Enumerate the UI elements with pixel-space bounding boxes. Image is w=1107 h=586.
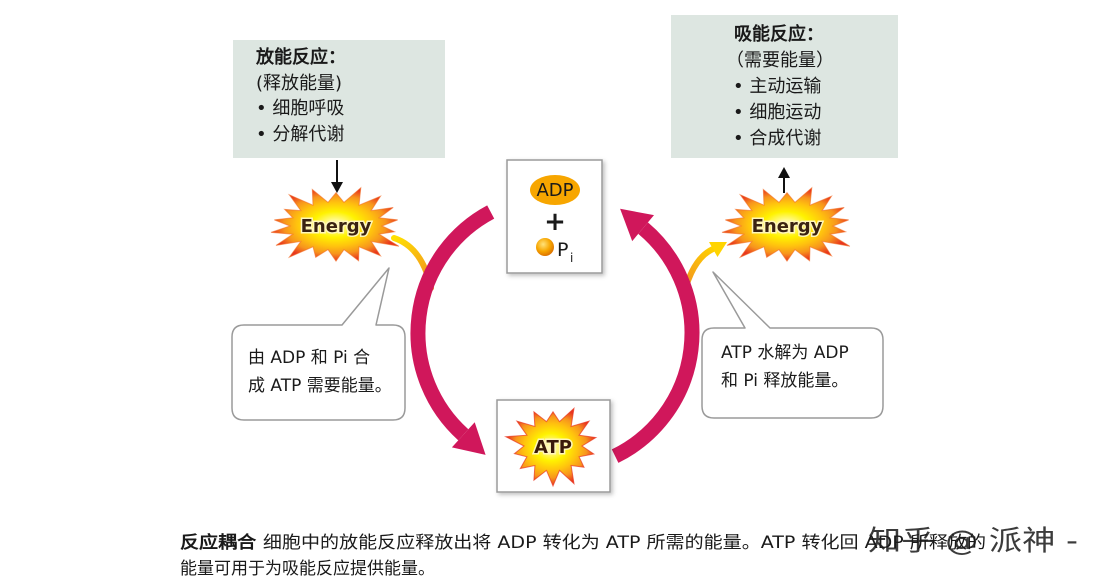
caption-line-2: 能量可用于为吸能反应提供能量。	[180, 559, 435, 579]
caption-title: 反应耦合	[180, 532, 257, 553]
phosphate-ball-icon	[536, 238, 554, 256]
endergonic-item: • 合成代谢	[733, 128, 821, 149]
arrow-down-to-energy	[331, 160, 343, 193]
endergonic-info-box: 吸能反应： （需要能量） • 主动运输 • 细胞运动 • 合成代谢	[671, 15, 898, 158]
arrow-up-from-energy	[778, 167, 790, 193]
exergonic-subtitle: (释放能量)	[256, 73, 342, 94]
phosphate-label: P	[557, 239, 568, 261]
endergonic-item: • 主动运输	[733, 76, 821, 97]
figure-caption: 反应耦合细胞中的放能反应释放出将 ADP 转化为 ATP 所需的能量。ATP 转…	[180, 532, 986, 579]
energy-burst-right: Energy	[721, 186, 851, 262]
callout-line: 成 ATP 需要能量。	[248, 376, 392, 396]
adp-box-frame	[506, 159, 603, 274]
cycle-arrow-synthesis	[410, 205, 495, 455]
endergonic-title: 吸能反应：	[734, 23, 824, 45]
callout-bubble	[701, 271, 884, 419]
callout-line: 和 Pi 释放能量。	[721, 371, 848, 391]
adp-label: ADP	[536, 180, 573, 201]
callout-hydrolysis: ATP 水解为 ADP 和 Pi 释放能量。	[701, 271, 884, 419]
watermark: 知乎 @ 派神 -	[868, 524, 1078, 557]
callout-synthesis: 由 ADP 和 Pi 合 成 ATP 需要能量。	[231, 267, 406, 421]
exergonic-title: 放能反应：	[255, 46, 346, 68]
endergonic-subtitle: （需要能量）	[726, 50, 834, 71]
callout-bubble	[231, 267, 406, 421]
caption-line-1: 反应耦合细胞中的放能反应释放出将 ADP 转化为 ATP 所需的能量。ATP 转…	[180, 532, 986, 553]
adp-badge	[530, 175, 580, 205]
cycle-arrow-hydrolysis	[611, 208, 700, 463]
energy-label: Energy	[752, 216, 823, 237]
caption-body: 细胞中的放能反应释放出将 ADP 转化为 ATP 所需的能量。ATP 转化回 A…	[263, 533, 986, 553]
exergonic-item: • 细胞呼吸	[256, 98, 344, 119]
exergonic-item: • 分解代谢	[256, 124, 344, 145]
endergonic-item: • 细胞运动	[733, 102, 821, 123]
phosphate-subscript: i	[570, 251, 573, 265]
cycle-arrowhead	[620, 208, 654, 242]
starburst-icon	[721, 186, 851, 262]
exergonic-info-box: 放能反应： (释放能量) • 细胞呼吸 • 分解代谢	[233, 40, 445, 158]
atp-starburst-icon	[503, 406, 598, 488]
callout-line: ATP 水解为 ADP	[721, 343, 849, 363]
exergonic-box-bg	[233, 40, 445, 158]
atp-box: ATP	[496, 399, 611, 493]
starburst-icon	[270, 186, 400, 262]
endergonic-box-bg	[671, 15, 898, 158]
energy-burst-left: Energy	[270, 186, 400, 262]
energy-label: Energy	[301, 216, 372, 237]
atp-label: ATP	[534, 437, 572, 458]
adp-pi-box: ADP + P i	[506, 159, 603, 274]
energy-feed-right-arrowhead	[709, 242, 727, 257]
plus-sign: +	[544, 207, 566, 237]
callout-line: 由 ADP 和 Pi 合	[248, 348, 370, 368]
cycle-arrowhead	[451, 422, 486, 455]
